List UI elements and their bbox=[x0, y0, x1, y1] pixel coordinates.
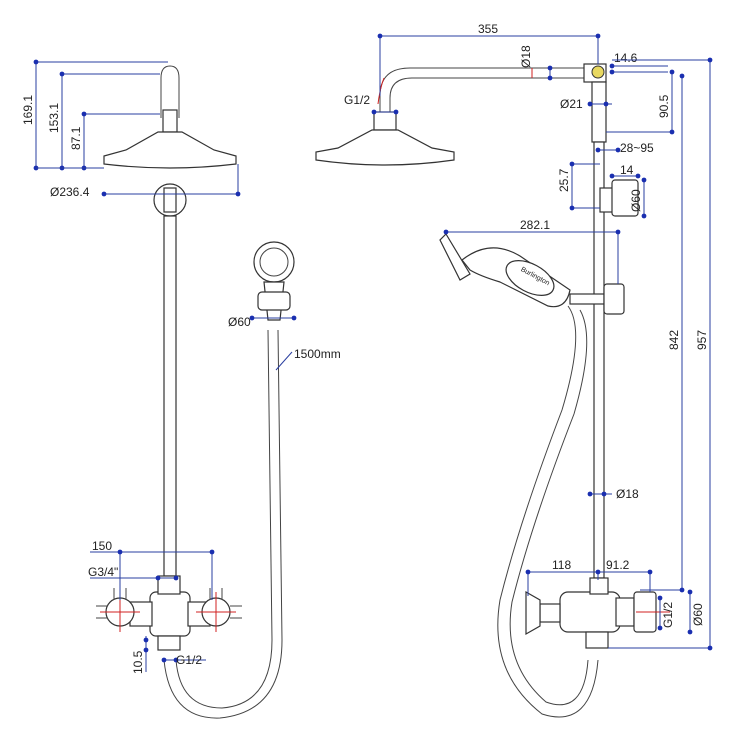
dim-28-95: 28~95 bbox=[620, 141, 654, 155]
side-holder-arm bbox=[569, 293, 605, 305]
side-arm-inner bbox=[389, 77, 600, 118]
front-valve-body bbox=[149, 591, 191, 637]
side-view: Burlington bbox=[315, 63, 670, 718]
dim-hose: 1500mm bbox=[294, 347, 341, 361]
side-hose-inner bbox=[509, 309, 589, 706]
dim-91: 91.2 bbox=[606, 558, 630, 572]
dim-153: 153.1 bbox=[47, 103, 61, 133]
dim-g12-side: G1/2 bbox=[344, 93, 370, 107]
side-valve-top bbox=[589, 577, 609, 595]
front-handset bbox=[253, 241, 295, 321]
side-elbow-cap bbox=[591, 65, 605, 79]
side-shower-head bbox=[315, 129, 455, 166]
front-valve-bottom-nut bbox=[157, 635, 181, 651]
dim-118: 118 bbox=[552, 558, 571, 572]
side-valve-handle bbox=[525, 590, 561, 636]
dim-d21: Ø21 bbox=[560, 97, 583, 111]
dim-10: 10.5 bbox=[131, 650, 145, 674]
front-dimensions: 169.1 153.1 87.1 Ø236.4 Ø60 1500mm 150 G… bbox=[21, 59, 341, 674]
dim-d18-bar: Ø18 bbox=[616, 487, 639, 501]
dim-90-5: 90.5 bbox=[657, 94, 671, 118]
front-right-handle bbox=[187, 588, 242, 632]
front-arm bbox=[160, 65, 180, 118]
dim-g34: G3/4" bbox=[88, 565, 118, 579]
dim-d60-bracket: Ø60 bbox=[629, 189, 643, 212]
front-hose-inner bbox=[175, 329, 273, 709]
side-holder-plate bbox=[603, 283, 625, 315]
front-riser-clamp bbox=[163, 187, 177, 213]
front-hose-outer bbox=[163, 329, 283, 719]
dim-d236: Ø236.4 bbox=[50, 185, 90, 199]
side-dimensions: 355 Ø18 14.6 G1/2 Ø21 90.5 28~95 25.7 bbox=[344, 22, 713, 651]
dim-957: 957 bbox=[695, 330, 709, 350]
side-handset: Burlington bbox=[439, 233, 571, 308]
side-bracket-plate bbox=[611, 179, 639, 217]
dim-g12-outlet: G1/2 bbox=[661, 602, 675, 628]
side-hose-outer bbox=[497, 305, 599, 718]
side-valve-outlet bbox=[615, 597, 635, 627]
dim-g12-front: G1/2 bbox=[176, 653, 202, 667]
side-upper-riser bbox=[591, 81, 607, 143]
front-riser-pipe bbox=[163, 215, 177, 577]
dim-14-6: 14.6 bbox=[614, 51, 638, 65]
dim-842: 842 bbox=[667, 330, 681, 350]
dim-d60-front: Ø60 bbox=[228, 315, 251, 329]
side-valve-body bbox=[559, 591, 621, 633]
dim-d60-valve: Ø60 bbox=[691, 603, 705, 626]
front-shower-head bbox=[103, 131, 237, 169]
front-valve-top-nut bbox=[157, 575, 181, 595]
front-arm-nut bbox=[162, 109, 178, 133]
dim-150: 150 bbox=[92, 539, 112, 553]
side-valve-bottom bbox=[585, 631, 609, 649]
dim-87: 87.1 bbox=[69, 126, 83, 150]
dim-14: 14 bbox=[620, 163, 634, 177]
dim-282: 282.1 bbox=[520, 218, 550, 232]
dim-25-7: 25.7 bbox=[557, 168, 571, 192]
dim-d18-top: Ø18 bbox=[519, 45, 533, 68]
dim-169: 169.1 bbox=[21, 95, 35, 125]
side-head-nut bbox=[373, 111, 397, 131]
dim-355: 355 bbox=[478, 22, 498, 36]
front-left-handle bbox=[96, 588, 153, 632]
front-view bbox=[96, 65, 295, 719]
